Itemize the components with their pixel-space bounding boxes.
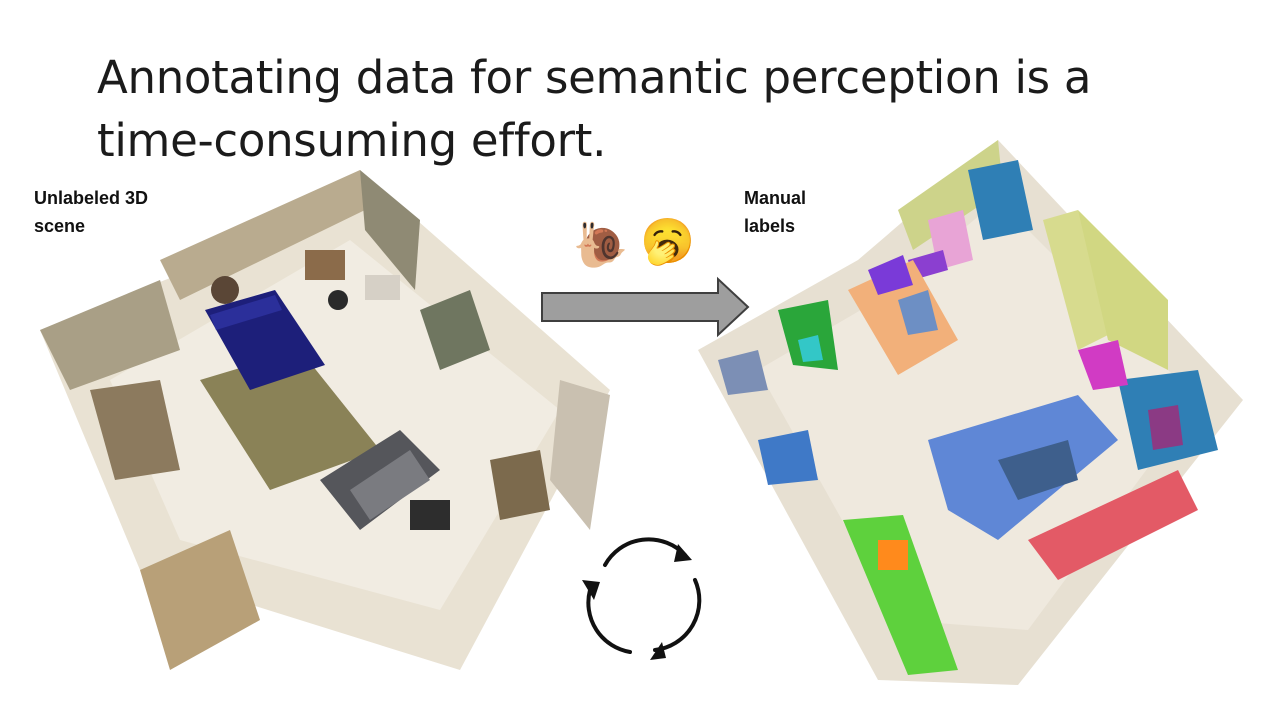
right-arrow-icon bbox=[541, 276, 750, 338]
yawning-face-icon: 🥱 bbox=[640, 217, 695, 266]
unlabeled-scene-caption: Unlabeled 3D scene bbox=[34, 188, 149, 236]
snail-icon: 🐌 bbox=[573, 221, 628, 270]
manual-labels-scene-image bbox=[698, 140, 1243, 685]
unlabeled-3d-scene-image bbox=[40, 170, 610, 670]
slide-title: Annotating data for semantic perception … bbox=[97, 51, 1092, 167]
manual-labels-caption: Manual labels bbox=[744, 188, 807, 236]
cycle-arrows-icon bbox=[582, 537, 702, 660]
